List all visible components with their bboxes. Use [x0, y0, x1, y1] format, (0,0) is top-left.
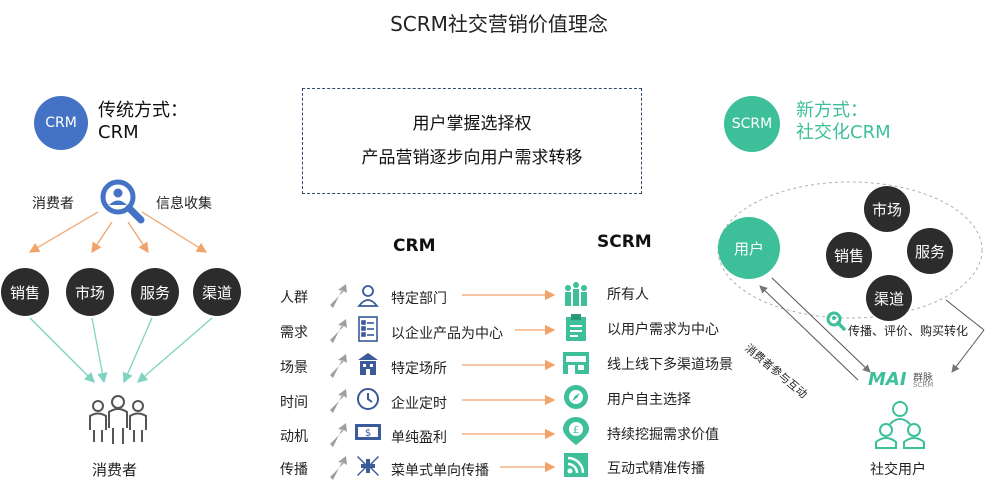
up-arrows	[330, 284, 347, 480]
scrm-badge-label: SCRM	[731, 116, 773, 132]
scrm-heading: 新方式： 社交化CRM	[796, 100, 891, 144]
scrm-node-sales: 销售	[826, 232, 872, 278]
scrm-heading-line1: 新方式：	[796, 100, 868, 121]
scrm-heading-line2: 社交化CRM	[796, 122, 891, 143]
consumers-group-icon	[86, 392, 150, 448]
crm-row-spread: 菜单式单向传播	[391, 463, 489, 479]
scrm-node-channel-label: 渠道	[873, 289, 904, 308]
info-collect-label: 信息收集	[156, 196, 212, 212]
store-icon	[562, 350, 590, 376]
scrm-row-motive: 持续挖掘需求价值	[607, 427, 719, 443]
channel-channel: 渠道	[193, 268, 241, 316]
group-icon	[562, 280, 590, 308]
scrm-node-channel: 渠道	[866, 275, 912, 321]
scrm-node-sales-label: 销售	[833, 246, 864, 265]
scrm-dashed-ellipse	[717, 181, 983, 319]
crm-row-time: 企业定时	[391, 396, 447, 412]
channel-arrows	[29, 317, 213, 384]
mai-logo-en: SCRM	[913, 381, 934, 389]
crm-heading: 传统方式： CRM	[98, 100, 188, 144]
scrm-node-service-label: 服务	[914, 242, 945, 261]
crm-heading-line1: 传统方式：	[98, 100, 188, 121]
scrm-node-market: 市场	[864, 186, 910, 232]
rss-icon	[564, 453, 588, 477]
mai-logo-text: MAI	[868, 369, 907, 390]
svg-text:$: $	[365, 428, 371, 439]
value-line-1: 用户掌握选择权	[412, 114, 532, 134]
crm-row-motive: 单纯盈利	[391, 430, 447, 446]
consumer-bottom-label: 消费者	[92, 461, 138, 479]
page-title: SCRM社交营销价值理念	[390, 12, 608, 36]
coin-search-icon: £	[562, 416, 590, 446]
social-users-icon	[874, 400, 926, 450]
scrm-column-heading: SCRM	[597, 232, 652, 252]
user-node: 用户	[718, 217, 780, 279]
person-icon	[356, 283, 380, 307]
spread-eval-label: 传播、评价、购买转化	[848, 324, 969, 338]
mai-logo: MAI 群脉 SCRM	[868, 369, 948, 393]
crm-badge-label: CRM	[45, 115, 77, 131]
money-icon: $	[354, 422, 382, 442]
channel-market: 市场	[66, 268, 114, 316]
social-users-label: 社交用户	[870, 462, 926, 478]
scrm-row-spread: 互动式精准传播	[607, 461, 705, 477]
row-label-scene: 场景	[280, 360, 308, 376]
channel-service-label: 服务	[139, 283, 170, 302]
scrm-row-time: 用户自主选择	[607, 392, 691, 408]
row-arrows	[462, 289, 556, 473]
value-line-2: 产品营销逐步向用户需求转移	[361, 148, 583, 168]
svg-text:£: £	[573, 425, 579, 436]
scrm-badge: SCRM	[724, 96, 780, 152]
building-icon	[357, 352, 379, 376]
row-label-crowd: 人群	[280, 290, 308, 306]
scrm-node-service: 服务	[907, 228, 953, 274]
interaction-arrows	[759, 277, 985, 381]
document-list-icon	[357, 316, 379, 342]
clock-icon	[356, 387, 380, 411]
crm-column-heading: CRM	[393, 236, 436, 256]
consumer-top-label: 消费者	[32, 196, 74, 212]
value-statement-box: 用户掌握选择权 产品营销逐步向用户需求转移	[302, 88, 642, 194]
crm-row-crowd: 特定部门	[391, 291, 447, 307]
crm-row-demand: 以企业产品为中心	[391, 326, 503, 342]
row-label-time: 时间	[280, 395, 308, 411]
search-person-icon	[96, 176, 146, 226]
row-label-motive: 动机	[280, 429, 308, 445]
compass-icon	[563, 384, 589, 410]
scrm-row-crowd: 所有人	[607, 287, 649, 303]
channel-service: 服务	[131, 268, 179, 316]
user-node-label: 用户	[733, 239, 764, 258]
row-label-demand: 需求	[280, 325, 308, 341]
channel-sales: 销售	[1, 268, 49, 316]
crm-heading-line2: CRM	[98, 122, 139, 143]
scrm-node-market-label: 市场	[871, 200, 902, 219]
crm-badge: CRM	[34, 96, 88, 150]
arrows-in-icon	[356, 454, 380, 478]
channel-sales-label: 销售	[9, 283, 40, 302]
row-label-spread: 传播	[280, 462, 308, 478]
scrm-row-demand: 以用户需求为中心	[607, 322, 719, 338]
mai-logo-cn: 群脉	[913, 373, 933, 384]
channel-channel-label: 渠道	[201, 283, 232, 302]
scrm-row-scene: 线上线下多渠道场景	[607, 357, 733, 373]
channel-market-label: 市场	[74, 283, 105, 302]
clipboard-icon	[564, 314, 588, 342]
small-search-icon	[826, 311, 846, 331]
crm-row-scene: 特定场所	[391, 361, 447, 377]
info-arrows	[28, 211, 208, 254]
